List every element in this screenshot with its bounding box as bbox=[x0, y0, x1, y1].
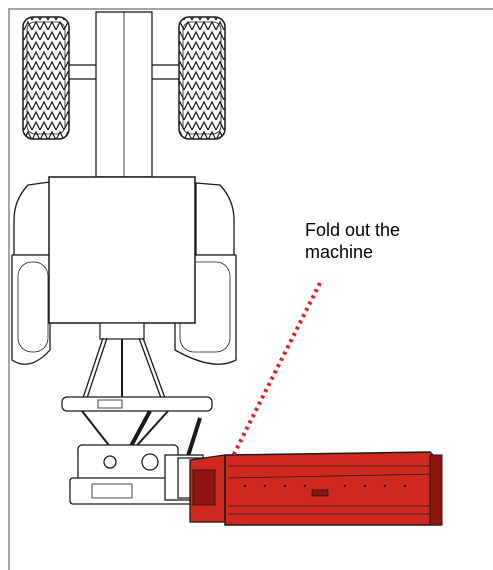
tractor-cab bbox=[48, 176, 196, 340]
frame-border-top bbox=[8, 8, 493, 10]
annotation-label: Fold out the machine bbox=[305, 220, 401, 262]
annotation-leader-line bbox=[230, 282, 322, 459]
frame-border-left bbox=[8, 8, 10, 570]
three-point-linkage bbox=[82, 337, 166, 400]
rear-wheel-left bbox=[11, 181, 51, 365]
mower-unit-red bbox=[189, 451, 443, 526]
front-wheel-left bbox=[22, 16, 70, 140]
tractor-hood bbox=[68, 11, 180, 178]
front-wheel-right bbox=[178, 16, 226, 140]
